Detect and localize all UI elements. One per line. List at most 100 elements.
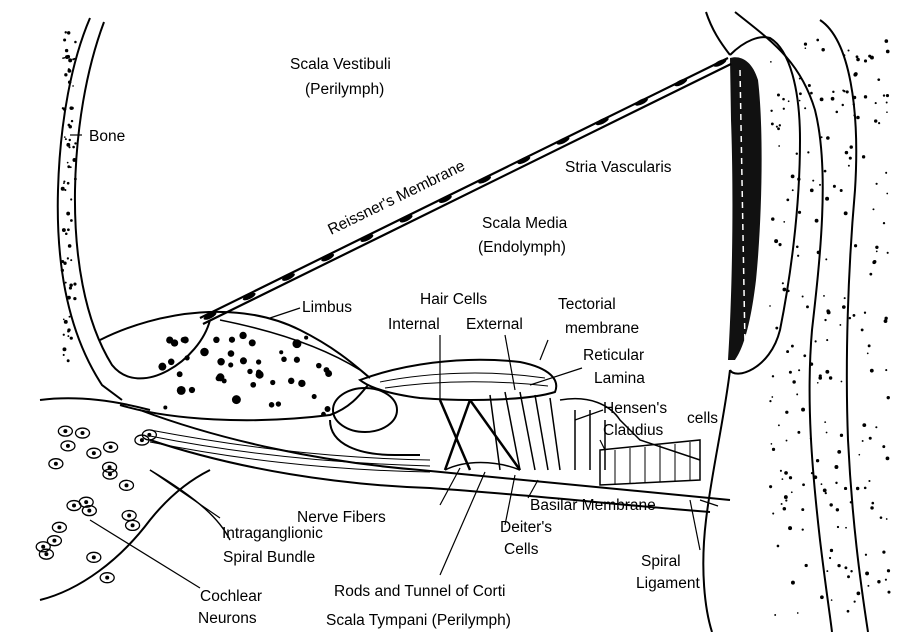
- bone-dot: [841, 381, 843, 383]
- label-spiral: Spiral: [641, 553, 681, 570]
- bone-dot: [72, 58, 74, 60]
- bone-dot: [867, 585, 869, 587]
- limbus-cell: [177, 386, 186, 395]
- bone-dot: [67, 335, 69, 337]
- bone-dot: [783, 288, 787, 292]
- limbus-cell: [281, 356, 287, 362]
- neuron-nucleus: [87, 509, 91, 513]
- label-spiral-bundle: Spiral Bundle: [223, 549, 315, 566]
- limbus-cell: [163, 405, 167, 409]
- limbus-cell: [321, 412, 326, 417]
- bone-dot: [66, 143, 70, 147]
- bone-dot: [823, 295, 825, 297]
- bone-dot: [876, 183, 878, 185]
- bone-dot: [67, 228, 70, 231]
- bone-dot: [810, 438, 812, 440]
- bone-dot: [785, 499, 787, 501]
- bone-dot: [798, 369, 800, 371]
- label-hair-cells: Hair Cells: [420, 291, 487, 308]
- bone-dot: [865, 571, 869, 575]
- bone-dot: [69, 283, 72, 286]
- bone-dot: [818, 376, 822, 380]
- limbus-cell: [304, 336, 308, 340]
- bone-dot: [887, 396, 890, 399]
- bone-dot: [870, 56, 874, 60]
- label-neurons: Neurons: [198, 610, 257, 627]
- bone-dot: [887, 569, 890, 572]
- bone-dot: [803, 354, 806, 357]
- bone-dot: [829, 503, 832, 506]
- bone-dot: [833, 185, 836, 188]
- neuron-nucleus: [127, 514, 131, 518]
- label-tectorial-membrane: membrane: [565, 320, 639, 337]
- label-cochlear: Cochlear: [200, 588, 262, 605]
- bone-dot: [886, 94, 889, 97]
- limbus-cell: [279, 350, 283, 354]
- bone-dot: [864, 312, 866, 314]
- label-nerve-fibers: Nerve Fibers: [297, 509, 386, 526]
- neuron-nucleus: [84, 500, 88, 504]
- bone-dot: [63, 107, 66, 110]
- neuron-nucleus: [41, 545, 45, 549]
- bone-dot: [771, 396, 773, 398]
- bone-dot: [877, 580, 880, 583]
- limbus-cell: [189, 387, 195, 393]
- bone-dot: [777, 545, 780, 548]
- limbus-cell: [239, 332, 246, 339]
- bone-dot: [886, 50, 890, 54]
- bone-dot: [844, 487, 847, 490]
- bone-dot: [865, 554, 867, 556]
- bone-dot: [861, 329, 864, 332]
- bone-dot: [799, 100, 801, 102]
- bone-dot: [846, 90, 849, 93]
- bone-dot: [68, 146, 70, 148]
- bone-dot: [854, 601, 856, 603]
- bone-dot: [66, 212, 70, 216]
- bone-dot: [885, 579, 887, 581]
- bone-dot: [826, 309, 829, 312]
- label-stria-vascularis: Stria Vascularis: [565, 159, 672, 176]
- bone-dot: [836, 508, 839, 511]
- bone-dot: [880, 516, 883, 519]
- bone-dot: [844, 211, 848, 215]
- bone-dot: [799, 92, 802, 95]
- bone-dot: [70, 259, 72, 261]
- bone-dot: [862, 440, 864, 442]
- bone-dot: [839, 324, 841, 326]
- label-limbus: Limbus: [302, 299, 352, 316]
- bone-dot: [796, 246, 799, 249]
- bone-dot: [804, 42, 807, 45]
- bone-dot: [810, 92, 813, 95]
- stria-vascularis-band: [728, 57, 762, 360]
- bone-dot: [68, 80, 71, 83]
- bone-dot: [836, 111, 839, 114]
- bone-dot: [771, 217, 774, 220]
- bone-dot: [837, 564, 840, 567]
- spiral-ganglion: [40, 398, 230, 600]
- bone-dot: [878, 122, 880, 124]
- bone-dot: [853, 103, 855, 105]
- bone-dot: [875, 102, 877, 104]
- bone-dot: [802, 295, 804, 297]
- bone-dot: [882, 551, 885, 554]
- bone-dot: [783, 108, 785, 110]
- bone-dot: [62, 228, 66, 232]
- label-ligament: Ligament: [636, 575, 700, 592]
- bone-dot: [810, 188, 814, 192]
- limbus-cell: [250, 382, 256, 388]
- label-rods-tunnel: Rods and Tunnel of Corti: [334, 583, 505, 600]
- neuron-nucleus: [63, 429, 67, 433]
- bone-dot: [843, 54, 845, 56]
- limbus-cell: [325, 370, 332, 377]
- bone-dot: [769, 305, 771, 307]
- bone-dot: [770, 61, 772, 63]
- bone-dot: [813, 475, 817, 479]
- bone-dot: [785, 411, 788, 414]
- bone-dot: [67, 162, 69, 164]
- limbus-cell: [222, 378, 227, 383]
- bone-dot: [67, 257, 69, 259]
- bone-dot: [837, 526, 839, 528]
- limbus-cell: [270, 380, 275, 385]
- limbus-cell: [229, 337, 235, 343]
